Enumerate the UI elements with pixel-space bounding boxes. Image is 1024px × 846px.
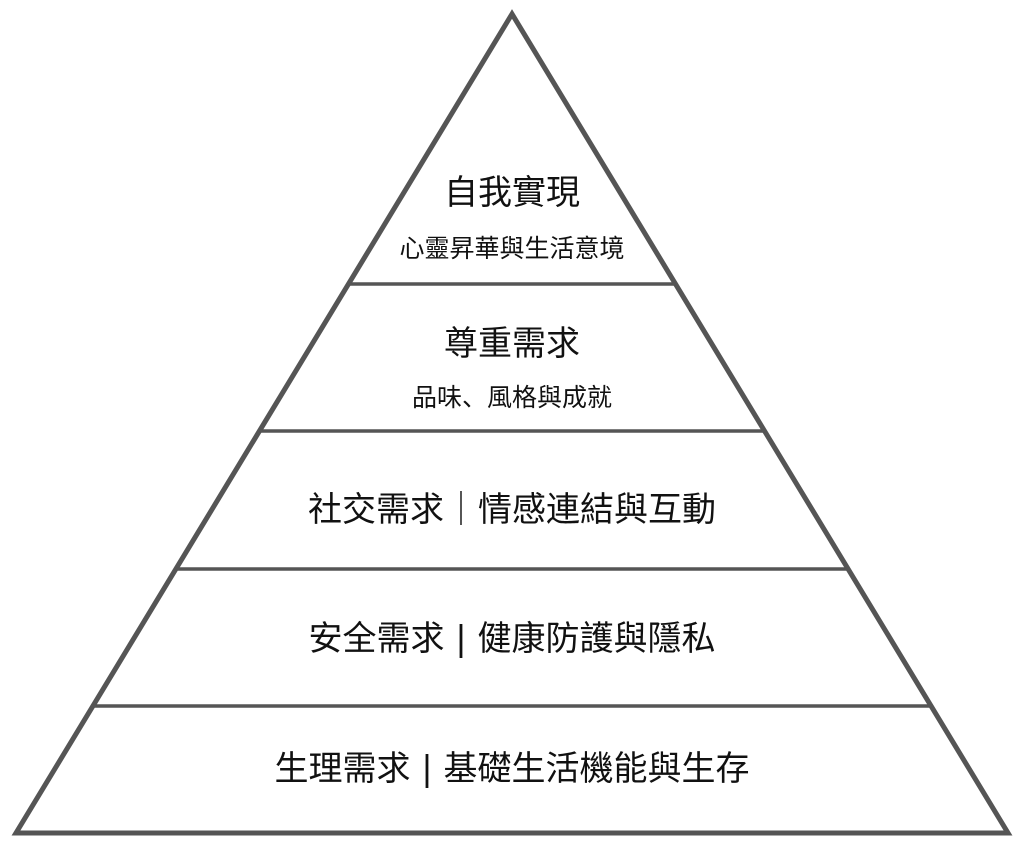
level-3-title: 社交需求｜情感連結與互動 [308,490,716,530]
pyramid-outline [11,9,1013,836]
level-1-title: 自我實現 [444,173,580,213]
level-4-title: 安全需求 | 健康防護與隱私 [308,619,716,659]
level-5-title: 生理需求 | 基礎生活機能與生存 [274,749,750,789]
level-2-title: 尊重需求 [444,324,580,364]
level-2-subtitle: 品味、風格與成就 [411,383,612,412]
level-1-subtitle: 心靈昇華與生活意境 [399,234,625,263]
